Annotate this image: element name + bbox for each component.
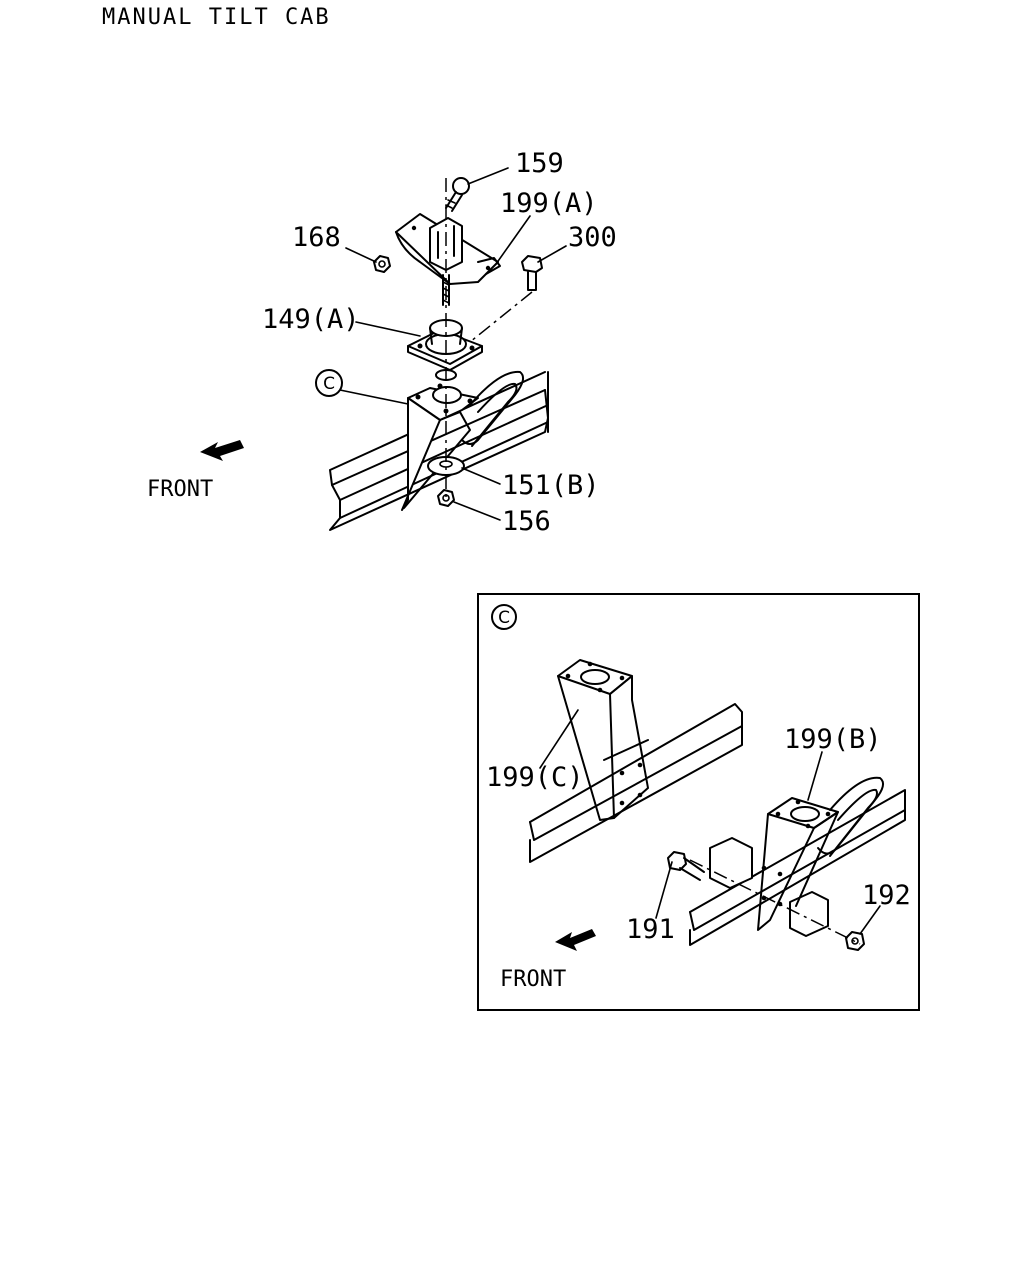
mount-rubber-149a xyxy=(407,319,483,381)
callout-151b: 151(B) xyxy=(502,470,600,501)
callout-159: 159 xyxy=(515,148,564,179)
callout-149a: 149(A) xyxy=(262,304,360,335)
detail-view-ref-label: C xyxy=(498,608,510,628)
nut-156 xyxy=(437,489,455,507)
callout-300: 300 xyxy=(568,222,617,253)
callout-191: 191 xyxy=(626,914,675,945)
detail-ref-c: C xyxy=(315,369,343,397)
callout-199a: 199(A) xyxy=(500,188,598,219)
nut-168 xyxy=(373,255,391,273)
detail-ref-c-header: C xyxy=(491,604,517,630)
detail-bolt-centerline xyxy=(689,859,861,945)
detail-front-label: FRONT xyxy=(500,967,566,992)
leader-lines xyxy=(339,167,567,521)
callout-199b: 199(B) xyxy=(784,724,882,755)
cab-bracket-199a xyxy=(395,213,501,306)
bracket-199b xyxy=(689,776,906,946)
diagram-title: MANUAL TILT CAB xyxy=(102,5,331,30)
callout-156: 156 xyxy=(502,506,551,537)
main-view: 159 199(A) 168 300 149(A) 151(B) 156 C F… xyxy=(147,148,617,537)
detail-front-arrow-icon xyxy=(555,929,596,951)
callout-199c: 199(C) xyxy=(486,762,584,793)
callout-168: 168 xyxy=(292,222,341,253)
bolt-300 xyxy=(521,255,543,291)
bolt-centerline xyxy=(469,291,533,343)
ball-stud-159 xyxy=(445,177,470,212)
detail-view-c: C xyxy=(477,593,920,1011)
detail-ref-c-label: C xyxy=(323,374,335,394)
front-arrow-icon xyxy=(200,440,244,461)
front-label: FRONT xyxy=(147,477,213,502)
callout-192: 192 xyxy=(862,880,911,911)
cab-mount-bracket xyxy=(401,370,525,511)
bracket-199c xyxy=(529,659,743,863)
detail-leader-lines xyxy=(539,709,881,935)
